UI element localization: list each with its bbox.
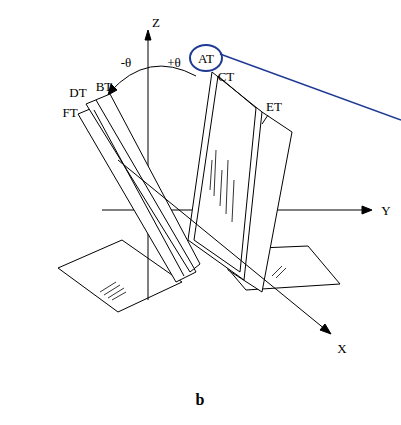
- callout-line: [220, 54, 401, 120]
- x-axis: [118, 160, 326, 330]
- angle-label: -θ: [121, 56, 132, 69]
- arrowhead: [320, 324, 331, 334]
- plate-label: AT: [198, 52, 214, 65]
- callout-ellipse: [190, 45, 222, 71]
- axis-label: X: [337, 342, 346, 355]
- tilted-plate: [86, 94, 200, 272]
- plate-inner: [194, 76, 256, 272]
- plate-label: ET: [266, 100, 282, 113]
- arrowhead: [145, 30, 151, 40]
- tilted-plate: [78, 104, 196, 282]
- hatching: [210, 150, 234, 222]
- plate-label: BT: [96, 80, 113, 93]
- plate-label: FT: [62, 106, 77, 119]
- axis-label: Z: [152, 16, 160, 29]
- tilted-plate: [188, 72, 262, 280]
- figure-caption: b: [196, 392, 205, 408]
- plate-label: DT: [69, 86, 86, 99]
- plate-edge: [94, 110, 184, 276]
- axis-label: Y: [381, 204, 390, 217]
- angle-label: +θ: [167, 56, 181, 69]
- arrowhead: [362, 206, 372, 214]
- theta-arc: [110, 66, 196, 92]
- leader-line: [262, 115, 268, 124]
- plate-label: CT: [218, 70, 235, 83]
- plate-edge: [96, 100, 194, 268]
